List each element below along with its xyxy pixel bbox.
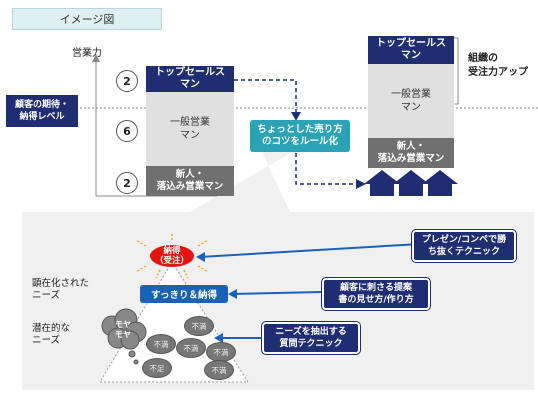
fuman-bubble: 不満: [206, 342, 236, 362]
left-top-sales: トップセールス マン: [146, 66, 234, 92]
diagram-title: イメージ図: [12, 8, 162, 30]
right-top-sales: トップセールス マン: [368, 36, 454, 64]
callout-pointer: [190, 152, 292, 212]
dashed-arrow-top-head: [291, 112, 301, 121]
box-teian-sho: 顧客に刺さる提案 書の見せ方/作り方: [322, 278, 430, 310]
fuman-bubble: 不満: [176, 338, 206, 358]
sukkiri-label: すっきり＆納得: [140, 285, 228, 303]
fuman-bubble: 不満: [146, 334, 176, 354]
moya-label: モヤ モヤ: [115, 320, 131, 339]
right-newcomer-sales: 新人・ 落込み営業マン: [368, 138, 454, 168]
fuman-bubble: 不満: [184, 316, 214, 336]
right-general-sales: 一般営業 マン: [368, 64, 454, 138]
kenzai-needs-label: 顕在化された ニーズ: [32, 278, 90, 301]
axis-label: 営業力: [72, 48, 102, 59]
arrow-teian-head: [228, 289, 237, 299]
cloud-dot-2: [133, 359, 139, 365]
count-general: 6: [116, 120, 138, 142]
count-newcomer: 2: [116, 172, 138, 194]
dashed-arrow-top: [234, 79, 297, 118]
dashed-arrow-bottom: [295, 153, 360, 185]
box-needs-question: ニーズを抽出する 質問テクニック: [262, 322, 360, 354]
left-newcomer-sales: 新人・ 落込み営業マン: [146, 166, 234, 196]
box-presen-technique: プレゼン/コンペで勝 ち抜くテクニック: [412, 230, 516, 262]
cloud-dot-1: [128, 350, 136, 358]
up-arrow-1: [364, 170, 400, 196]
up-arrow-2: [393, 170, 429, 196]
arrow-teian: [231, 291, 323, 295]
burst-lines: [135, 234, 209, 279]
y-axis-arrowhead: [92, 54, 100, 62]
dashed-arrow-bottom-head: [356, 179, 366, 189]
fuman-bubble: 不満: [204, 360, 234, 380]
senzai-needs-label: 潜在的な ニーズ: [32, 323, 71, 346]
count-top: 2: [116, 70, 138, 92]
arrow-presen-head: [196, 252, 205, 262]
arrow-presen: [199, 243, 421, 258]
up-arrow-3: [422, 170, 458, 196]
org-label: 組織の 受注力アップ: [468, 53, 528, 78]
fuzoku-bubble: 不足: [142, 358, 172, 378]
rule-box: ちょっとした売り方 のコツをルール化: [250, 120, 350, 152]
left-general-sales: 一般営業 マン: [146, 92, 234, 166]
nattoku-badge: 納得 （受注）: [150, 245, 194, 267]
moya-cloud: [101, 308, 147, 350]
org-bracket: [452, 37, 459, 105]
expectation-label: 顧客の期待・ 納得レベル: [6, 95, 78, 127]
arrow-needs-head: [214, 333, 223, 343]
